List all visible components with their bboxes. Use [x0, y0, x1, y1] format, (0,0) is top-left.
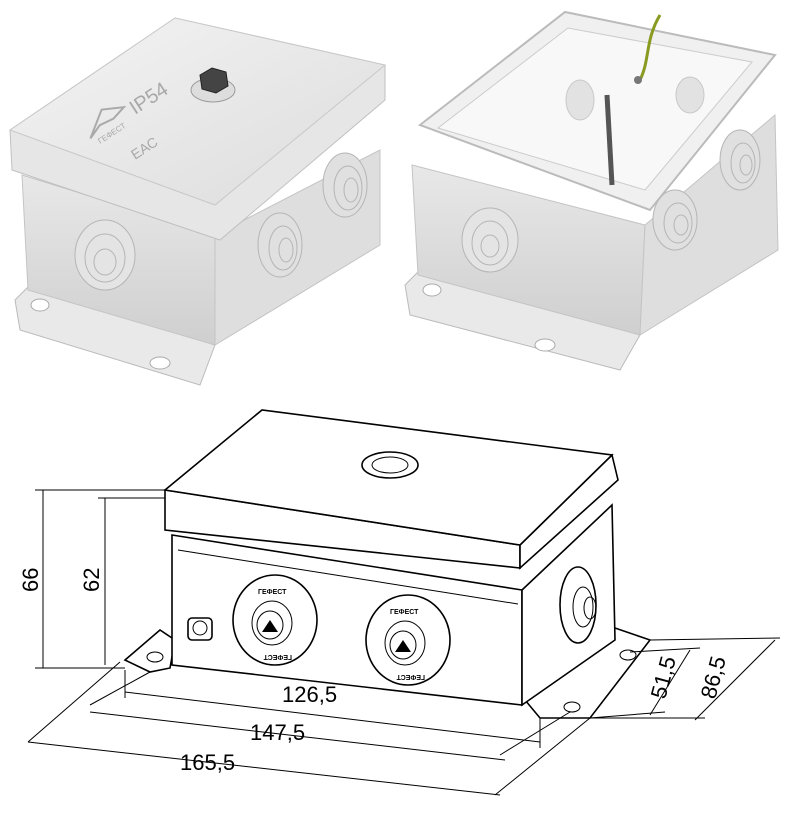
svg-text:66: 66	[18, 568, 43, 592]
gland-label: ГЕФЕСТ	[396, 673, 425, 680]
cable-gland	[461, 207, 519, 273]
svg-text:147,5: 147,5	[250, 720, 305, 745]
box-interior	[436, 27, 753, 191]
cable-gland: ГЕФЕСТ ГЕФЕСТ	[365, 594, 451, 686]
closed-box-photo: IP54 ГЕФЕСТ ЕАС	[8, 17, 387, 386]
earth-wire	[638, 14, 662, 81]
cable-gland	[257, 212, 303, 278]
svg-text:126,5: 126,5	[282, 682, 337, 707]
flange-hole	[619, 649, 637, 661]
knockout	[565, 79, 595, 121]
dimension-length-inner: 126,5	[124, 670, 541, 748]
gland-label: ГЕФЕСТ	[263, 653, 292, 660]
mounting-flange	[123, 628, 176, 673]
earth-terminal	[634, 76, 642, 84]
cable-gland	[719, 129, 761, 191]
dimension-height-body: 62	[79, 497, 165, 665]
dimension-drawing: ГЕФЕСТ ГЕФЕСТ ГЕФЕСТ ГЕФЕСТ 66 62	[18, 409, 781, 796]
lid-top	[8, 17, 387, 206]
flange-hole	[534, 338, 556, 352]
cable-gland: ГЕФЕСТ ГЕФЕСТ	[232, 574, 318, 666]
svg-text:165,5: 165,5	[180, 750, 235, 775]
svg-text:86,5: 86,5	[696, 653, 731, 701]
knockout	[675, 76, 705, 114]
earth-stud	[604, 94, 615, 186]
hex-screw-icon	[199, 67, 229, 94]
flange-hole	[146, 651, 164, 663]
open-box-photo	[404, 10, 779, 371]
side-cable-gland	[559, 566, 597, 644]
dimension-length-mid: 147,5	[89, 671, 571, 761]
lid-screw	[361, 451, 419, 479]
dimension-height-total: 66	[18, 489, 165, 669]
svg-text:62: 62	[79, 568, 104, 592]
flange-hole	[30, 298, 50, 312]
cable-gland	[652, 189, 698, 251]
dimension-length-total: 165,5	[27, 661, 591, 796]
flange-hole	[149, 356, 171, 370]
cable-gland	[74, 219, 136, 291]
flange-hole	[563, 701, 581, 713]
gland-label: ГЕФЕСТ	[258, 589, 287, 596]
flange-hole	[422, 283, 442, 297]
gland-label: ГЕФЕСТ	[390, 609, 419, 616]
small-gland	[187, 617, 213, 641]
cable-gland	[322, 152, 368, 218]
svg-text:51,5: 51,5	[646, 653, 681, 701]
